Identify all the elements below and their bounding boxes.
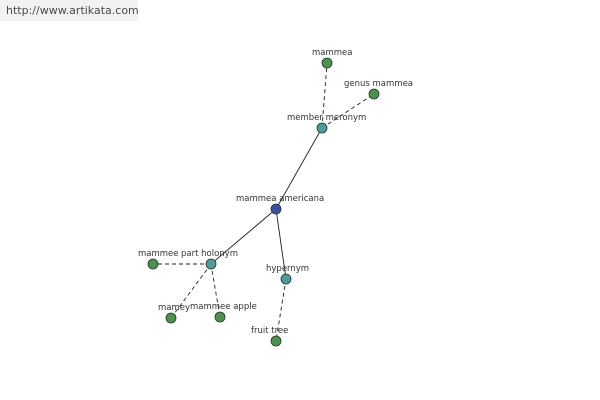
edge-member-meronym-to-mammea [321, 62, 328, 129]
labels-layer: mammea americana member meronym part holon… [138, 48, 413, 336]
node-label-genus-mammea: genus mammea [344, 79, 413, 89]
node-mammea-americana[interactable] [270, 203, 282, 215]
edge-member-meronym-to-genus-mammea [321, 93, 375, 129]
node-member-meronym[interactable] [316, 122, 328, 134]
node-label-fruit-tree: fruit tree [251, 326, 288, 336]
node-fruit-tree[interactable] [270, 335, 282, 347]
node-hypernym[interactable] [280, 273, 292, 285]
node-label-mammee: mammee [138, 249, 179, 259]
node-mamey[interactable] [165, 312, 177, 324]
node-mammea[interactable] [321, 57, 333, 69]
node-label-part-holonym: part holonym [181, 249, 238, 259]
node-label-mammea-americana: mammea americana [236, 194, 324, 204]
edges-layer [153, 62, 375, 342]
node-part-holonym[interactable] [205, 258, 217, 270]
edge-mammea-americana-to-member-meronym [275, 127, 323, 210]
edge-hypernym-to-fruit-tree [275, 278, 287, 342]
edge-part-holonym-to-mammee-apple [210, 263, 221, 318]
node-label-member-meronym: member meronym [287, 113, 366, 123]
node-mammee[interactable] [147, 258, 159, 270]
node-label-mammee-apple: mammee apple [190, 302, 257, 312]
edge-mammea-americana-to-part-holonym [210, 208, 277, 265]
nodes-layer [147, 57, 380, 347]
node-genus-mammea[interactable] [368, 88, 380, 100]
edge-mammea-americana-to-hypernym [275, 208, 287, 280]
source-url-banner: http://www.artikata.com [0, 0, 139, 21]
source-url-text: http://www.artikata.com [6, 4, 139, 17]
node-label-mamey: mamey [158, 303, 190, 313]
edge-part-holonym-to-mamey [170, 263, 212, 319]
node-label-hypernym: hypernym [266, 264, 309, 274]
node-mammee-apple[interactable] [214, 311, 226, 323]
node-label-mammea: mammea [312, 48, 353, 58]
